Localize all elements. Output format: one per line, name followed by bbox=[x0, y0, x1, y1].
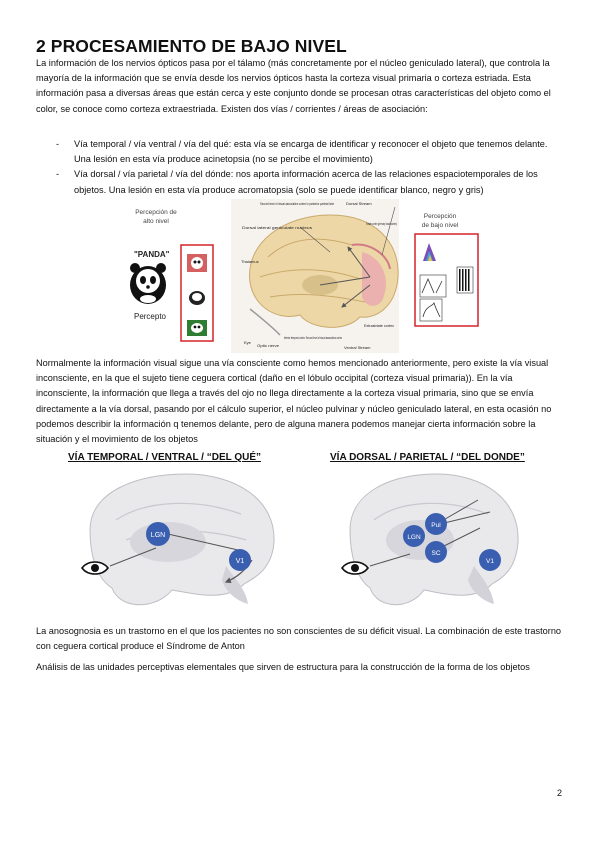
brain-label-optic-nerve: Optic nerve bbox=[257, 343, 280, 348]
high-level-caption-1: Percepción de bbox=[135, 209, 177, 216]
panda-label: "PANDA" bbox=[134, 250, 170, 259]
lgn-label: LGN bbox=[151, 532, 165, 539]
brain-label-striate: Striate cortex (primary visual cortex) bbox=[366, 221, 397, 226]
v1-label: V1 bbox=[486, 558, 494, 565]
brain-label-dorsal-lgn: Dorsal lateral geniculate nucleus bbox=[242, 225, 312, 230]
lgn-node bbox=[403, 525, 425, 547]
pulvinar-node bbox=[425, 513, 447, 535]
brain-label-thalamus: Thalamus bbox=[241, 259, 259, 264]
ventral-brain-graphic: LGN V1 bbox=[80, 473, 275, 606]
pul-label: Pul bbox=[431, 522, 441, 529]
texture-grid-icon bbox=[419, 274, 447, 322]
perception-figure: Percepción de alto nivel "PANDA" Percept… bbox=[120, 197, 482, 355]
dorsal-pathway-title: VÍA DORSAL / PARIETAL / “DEL DONDE” bbox=[330, 452, 525, 463]
pathway-list: - Vía temporal / vía ventral / vía del q… bbox=[56, 137, 564, 198]
ventral-pathway-title: VÍA TEMPORAL / VENTRAL / “DEL QUÉ” bbox=[68, 452, 261, 463]
brain-label-eye: Eye bbox=[244, 340, 252, 345]
perception-figure-graphic: Percepción de alto nivel "PANDA" Percept… bbox=[130, 199, 479, 353]
sc-label: SC bbox=[431, 550, 440, 557]
panda-thumb-icon bbox=[189, 291, 205, 305]
brain-label-ventral-stream: Ventral Stream bbox=[344, 345, 371, 350]
superior-colliculus-node bbox=[425, 541, 447, 563]
panda-thumb-icon bbox=[187, 254, 207, 272]
section-heading: 2 PROCESAMIENTO DE BAJO NIVEL bbox=[36, 36, 347, 56]
lgn-node bbox=[146, 522, 170, 546]
high-level-box bbox=[180, 244, 214, 342]
stripes-pattern-icon bbox=[456, 266, 474, 294]
list-item: - Vía temporal / vía ventral / vía del q… bbox=[56, 139, 548, 165]
anosognosia-paragraph: La anosognosia es un trastorno en el que… bbox=[36, 626, 562, 652]
color-triangle-icon bbox=[423, 243, 436, 261]
v1-node bbox=[229, 549, 251, 571]
eye-icon bbox=[340, 561, 370, 575]
high-level-caption-2: alto nivel bbox=[143, 218, 169, 225]
dorsal-brain-graphic: Pul LGN SC V1 bbox=[340, 473, 519, 606]
brain-label-extrastriate: Extrastriate cortex bbox=[364, 323, 394, 328]
lgn-label: LGN bbox=[407, 534, 421, 541]
percepto-label: Percepto bbox=[134, 312, 167, 321]
v1-label: V1 bbox=[236, 558, 245, 565]
low-level-box bbox=[414, 233, 479, 327]
low-level-caption-1: Percepción bbox=[424, 213, 457, 220]
low-level-caption-2: de bajo nivel bbox=[422, 222, 459, 229]
eye-icon bbox=[80, 561, 110, 575]
intro-paragraph: La información de los nervios ópticos pa… bbox=[36, 58, 551, 114]
panda-photo-icon bbox=[187, 320, 207, 336]
brain-label-dorsal-stream: Dorsal Stream bbox=[346, 201, 372, 206]
ventral-pathway-diagram: LGN V1 bbox=[76, 470, 286, 612]
analysis-paragraph: Análisis de las unidades perceptivas ele… bbox=[36, 662, 530, 672]
v1-node bbox=[479, 549, 501, 571]
dorsal-pathway-diagram: Pul LGN SC V1 bbox=[340, 470, 524, 612]
list-item: - Vía dorsal / vía parietal / vía del dó… bbox=[56, 169, 538, 195]
unconscious-pathway-paragraph: Normalmente la información visual sigue … bbox=[36, 358, 552, 445]
brain-illustration bbox=[249, 206, 399, 336]
brain-label-inferior-temporal: Inferior temporal cortex: Second level o… bbox=[284, 335, 342, 340]
panda-logo-icon bbox=[130, 263, 166, 304]
page-number: 2 bbox=[557, 788, 563, 798]
brain-label-second-level: Second level of visual association corte… bbox=[260, 201, 334, 206]
